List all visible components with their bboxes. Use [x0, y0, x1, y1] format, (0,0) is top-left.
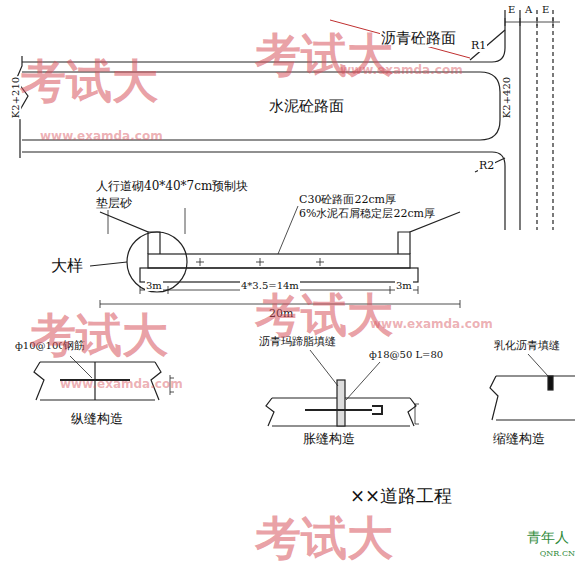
drawing-title: ××道路工程 [350, 484, 452, 508]
watermark: www.examda.com [370, 318, 493, 331]
watermark: 考试大 [20, 56, 158, 107]
dimension-label: 3m [145, 280, 163, 291]
detail-label: 大样 [50, 257, 84, 275]
detail-title: 纵缝构造 [70, 412, 124, 426]
leader-line [90, 262, 127, 266]
detail-circle [127, 232, 187, 292]
joint-filler [548, 376, 553, 390]
watermark: www.examda.com [40, 130, 163, 143]
dimension-label: 3m [395, 280, 413, 291]
station-label: K2+210 [10, 76, 21, 119]
joint-filler [337, 380, 345, 426]
station-label: K2+420 [501, 76, 512, 119]
leader-line [278, 206, 298, 254]
material-note: 垫层砂 [95, 197, 133, 210]
joint-note: 乳化沥青填缝 [493, 340, 561, 352]
cross-road [537, 10, 553, 230]
joint-mark [196, 258, 324, 266]
joint-slab [490, 376, 575, 420]
logo-text: 青年人 [526, 530, 570, 545]
watermark: www.examda.com [60, 378, 183, 391]
watermark: 考试大 [30, 310, 168, 361]
watermark: 考试大 [255, 290, 393, 341]
detail-title: 缩缝构造 [492, 432, 546, 446]
leader-line [528, 354, 548, 376]
road-edge [519, 10, 520, 230]
watermark: www.examda.com [340, 64, 463, 77]
radius-label: R1 [470, 40, 487, 52]
material-note: C30砼路面22cm厚 [298, 194, 397, 206]
logo-text: QNR.CN [539, 550, 576, 559]
material-note: 6%水泥石屑稳定层22cm厚 [298, 208, 436, 220]
dowel-bar [305, 406, 382, 414]
dimension-line [505, 18, 560, 26]
dimension-label: E [507, 4, 516, 15]
radius-label: R2 [478, 160, 495, 172]
material-note: 人行道砌40*40*7cm预制块 [95, 180, 249, 193]
sidewalk [100, 212, 148, 254]
radius-leader [470, 30, 505, 60]
dimension-label: E [541, 4, 550, 15]
road-edge [480, 72, 500, 140]
leader-line [108, 208, 185, 234]
dimension-label: A [524, 4, 533, 15]
detail-title: 胀缝构造 [302, 432, 356, 446]
radius-leader [475, 158, 505, 172]
watermark: 考试大 [255, 513, 393, 564]
pavement-label: 水泥砼路面 [268, 98, 345, 115]
road-edge [22, 152, 505, 230]
rebar-note: ф18@50 L=80 [368, 349, 444, 360]
dimension-line [415, 404, 419, 424]
